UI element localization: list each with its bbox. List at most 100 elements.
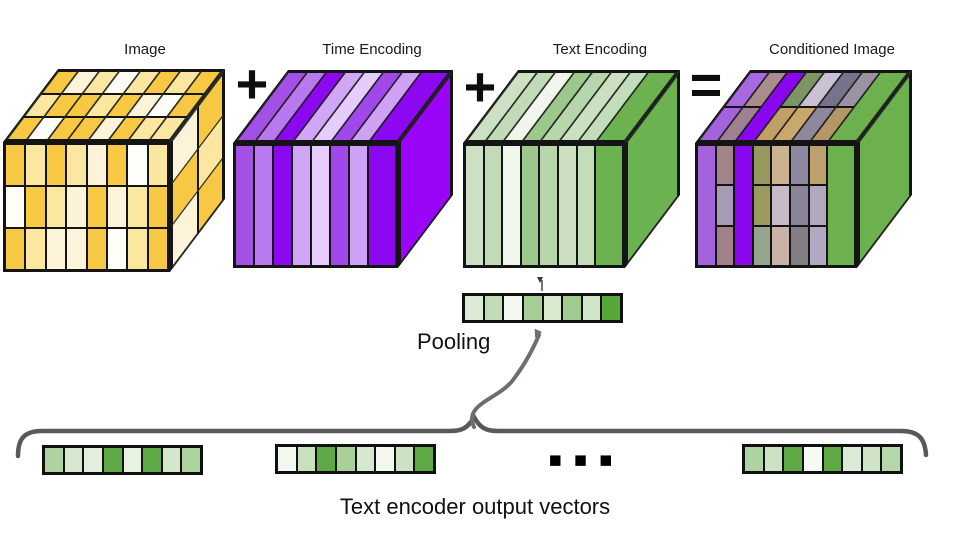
cube-column [808,145,828,266]
cube-cell [147,186,168,228]
cube-cell [348,145,368,266]
cube-cell [715,185,735,226]
vector-cell [581,295,602,321]
cube-cell [539,145,558,266]
cube-cell [66,186,87,228]
cube-column [595,145,624,266]
text-vector-1 [42,445,203,475]
time-encoding-cube [233,70,454,268]
cube-column [827,145,856,266]
cube-column [25,144,46,270]
cube-cell [45,228,67,270]
cube-column [697,145,716,266]
conditioned-image-cube [695,70,913,268]
vector-cell [861,446,882,472]
cube-cell [45,186,67,228]
cube-cell [235,145,254,266]
vector-cell [783,446,803,472]
cube-column [310,145,330,266]
cube-column [752,145,772,266]
cube-cell [789,225,809,266]
conditioned-image-cube-face-front [695,143,857,268]
cube-cell [502,145,521,266]
cube-cell [25,186,46,228]
cube-column [539,145,558,266]
vector-cell [822,446,843,472]
vector-cell [355,446,376,472]
cube-column [5,144,26,270]
cube-cell [45,144,67,186]
pooling-label: Pooling [417,329,491,354]
image-cube-face-front [3,142,170,272]
cube-cell [715,145,735,186]
vector-cell [63,447,84,473]
cube-column [66,144,87,270]
cube-column [147,144,168,270]
cube-column [502,145,521,266]
conditioned-image-cube-label: Conditioned Image [769,41,895,58]
vector-cell [414,446,434,472]
plus-operator-2: + [463,55,497,118]
cube-cell [25,228,46,270]
vector-cell [102,447,123,473]
cube-column [483,145,503,266]
cube-cell [465,145,484,266]
cube-column [557,145,577,266]
cube-cell [66,228,87,270]
cube-column [465,145,484,266]
vector-cell [483,295,504,321]
cube-cell [808,225,828,266]
vector-cell [802,446,823,472]
text-encoding-cube-face-front [463,143,625,268]
vector-cell [464,295,484,321]
cube-cell [595,145,624,266]
cube-cell [5,144,26,186]
cube-cell [734,145,753,266]
cube-cell [557,145,577,266]
cube-cell [576,145,596,266]
cube-cell [827,145,856,266]
cube-cell [752,225,772,266]
pooled-vector [462,293,623,323]
cube-column [106,144,128,270]
vector-cell [316,446,336,472]
cube-column [576,145,596,266]
vector-cell [161,447,182,473]
cube-column [253,145,273,266]
cube-column [291,145,311,266]
vector-cell [842,446,862,472]
vector-cell [375,446,395,472]
vector-cell [542,295,563,321]
cube-cell [752,185,772,226]
text-vector-3 [742,444,903,474]
cube-column [771,145,790,266]
vector-cell [277,446,297,472]
cube-cell [86,144,107,186]
cube-cell [367,145,396,266]
ellipsis-dots: ▪▪▪ [548,447,624,471]
vector-cell [522,295,543,321]
cube-cell [291,145,311,266]
text-encoding-cube [463,70,681,268]
vector-cell [83,447,103,473]
cube-cell [147,144,168,186]
cube-column [734,145,753,266]
text-vector-2 [275,444,436,474]
cube-cell [310,145,330,266]
cube-cell [86,186,107,228]
cube-cell [329,145,349,266]
cube-cell [66,144,87,186]
cube-cell [483,145,503,266]
cube-cell [697,145,716,266]
cube-cell [789,185,809,226]
cube-cell [771,145,790,186]
cube-column [329,145,349,266]
vector-cell [763,446,784,472]
bottom-caption: Text encoder output vectors [339,494,611,519]
cube-cell [106,186,128,228]
cube-cell [147,228,168,270]
vector-cell [562,295,582,321]
vector-cell [44,447,64,473]
cube-cell [106,228,128,270]
